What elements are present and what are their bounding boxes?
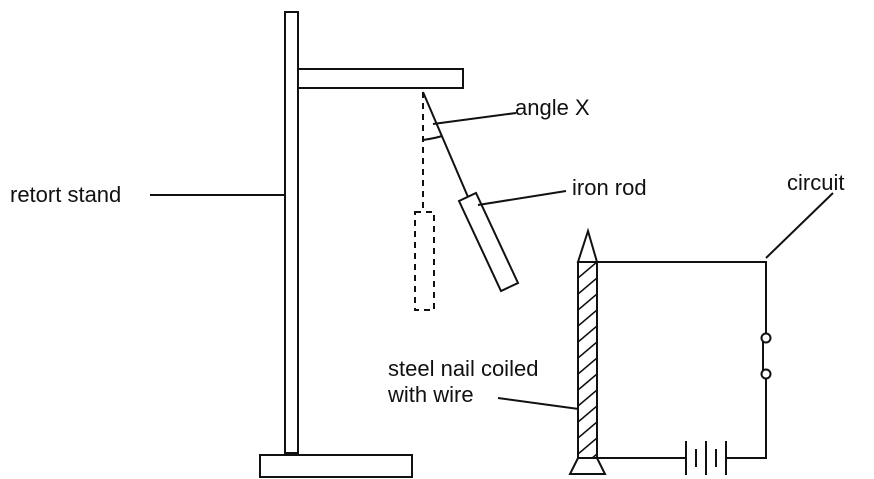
- rest-rod-outline: [414, 211, 435, 311]
- steel-nail-label-line2: with wire: [387, 382, 474, 407]
- steel-nail: [568, 227, 607, 475]
- angle-x-label: angle X: [515, 95, 590, 120]
- angle-arc: [422, 135, 443, 141]
- angle-leader: [432, 112, 517, 125]
- switch-terminal-bottom: [760, 368, 772, 380]
- circuit-label: circuit: [787, 170, 844, 195]
- stand-base: [259, 454, 413, 478]
- circuit: [597, 261, 772, 475]
- nail-leader: [497, 397, 587, 411]
- wire-coil: [578, 262, 597, 458]
- deflected-pendulum: [422, 91, 520, 293]
- steel-nail-label-line1: steel nail coiled: [388, 356, 538, 381]
- switch-terminal-top: [760, 332, 772, 344]
- stand-pole: [284, 11, 299, 454]
- circuit-leader: [765, 192, 834, 259]
- deflected-string: [422, 91, 469, 198]
- iron-rod-label: iron rod: [572, 175, 647, 200]
- circuit-wire-top: [597, 261, 767, 333]
- battery: [685, 441, 727, 475]
- iron-rod: [457, 191, 520, 293]
- rod-leader: [477, 190, 567, 206]
- nail-head: [568, 457, 607, 475]
- retort-stand-label: retort stand: [10, 182, 121, 207]
- circuit-wire-bottom: [726, 379, 767, 459]
- switch: [760, 332, 772, 380]
- retort-stand: [259, 11, 464, 478]
- leader-lines: [150, 112, 834, 411]
- stand-arm: [297, 68, 464, 89]
- rod-rest-position: [414, 92, 435, 311]
- nail-tip: [576, 227, 599, 263]
